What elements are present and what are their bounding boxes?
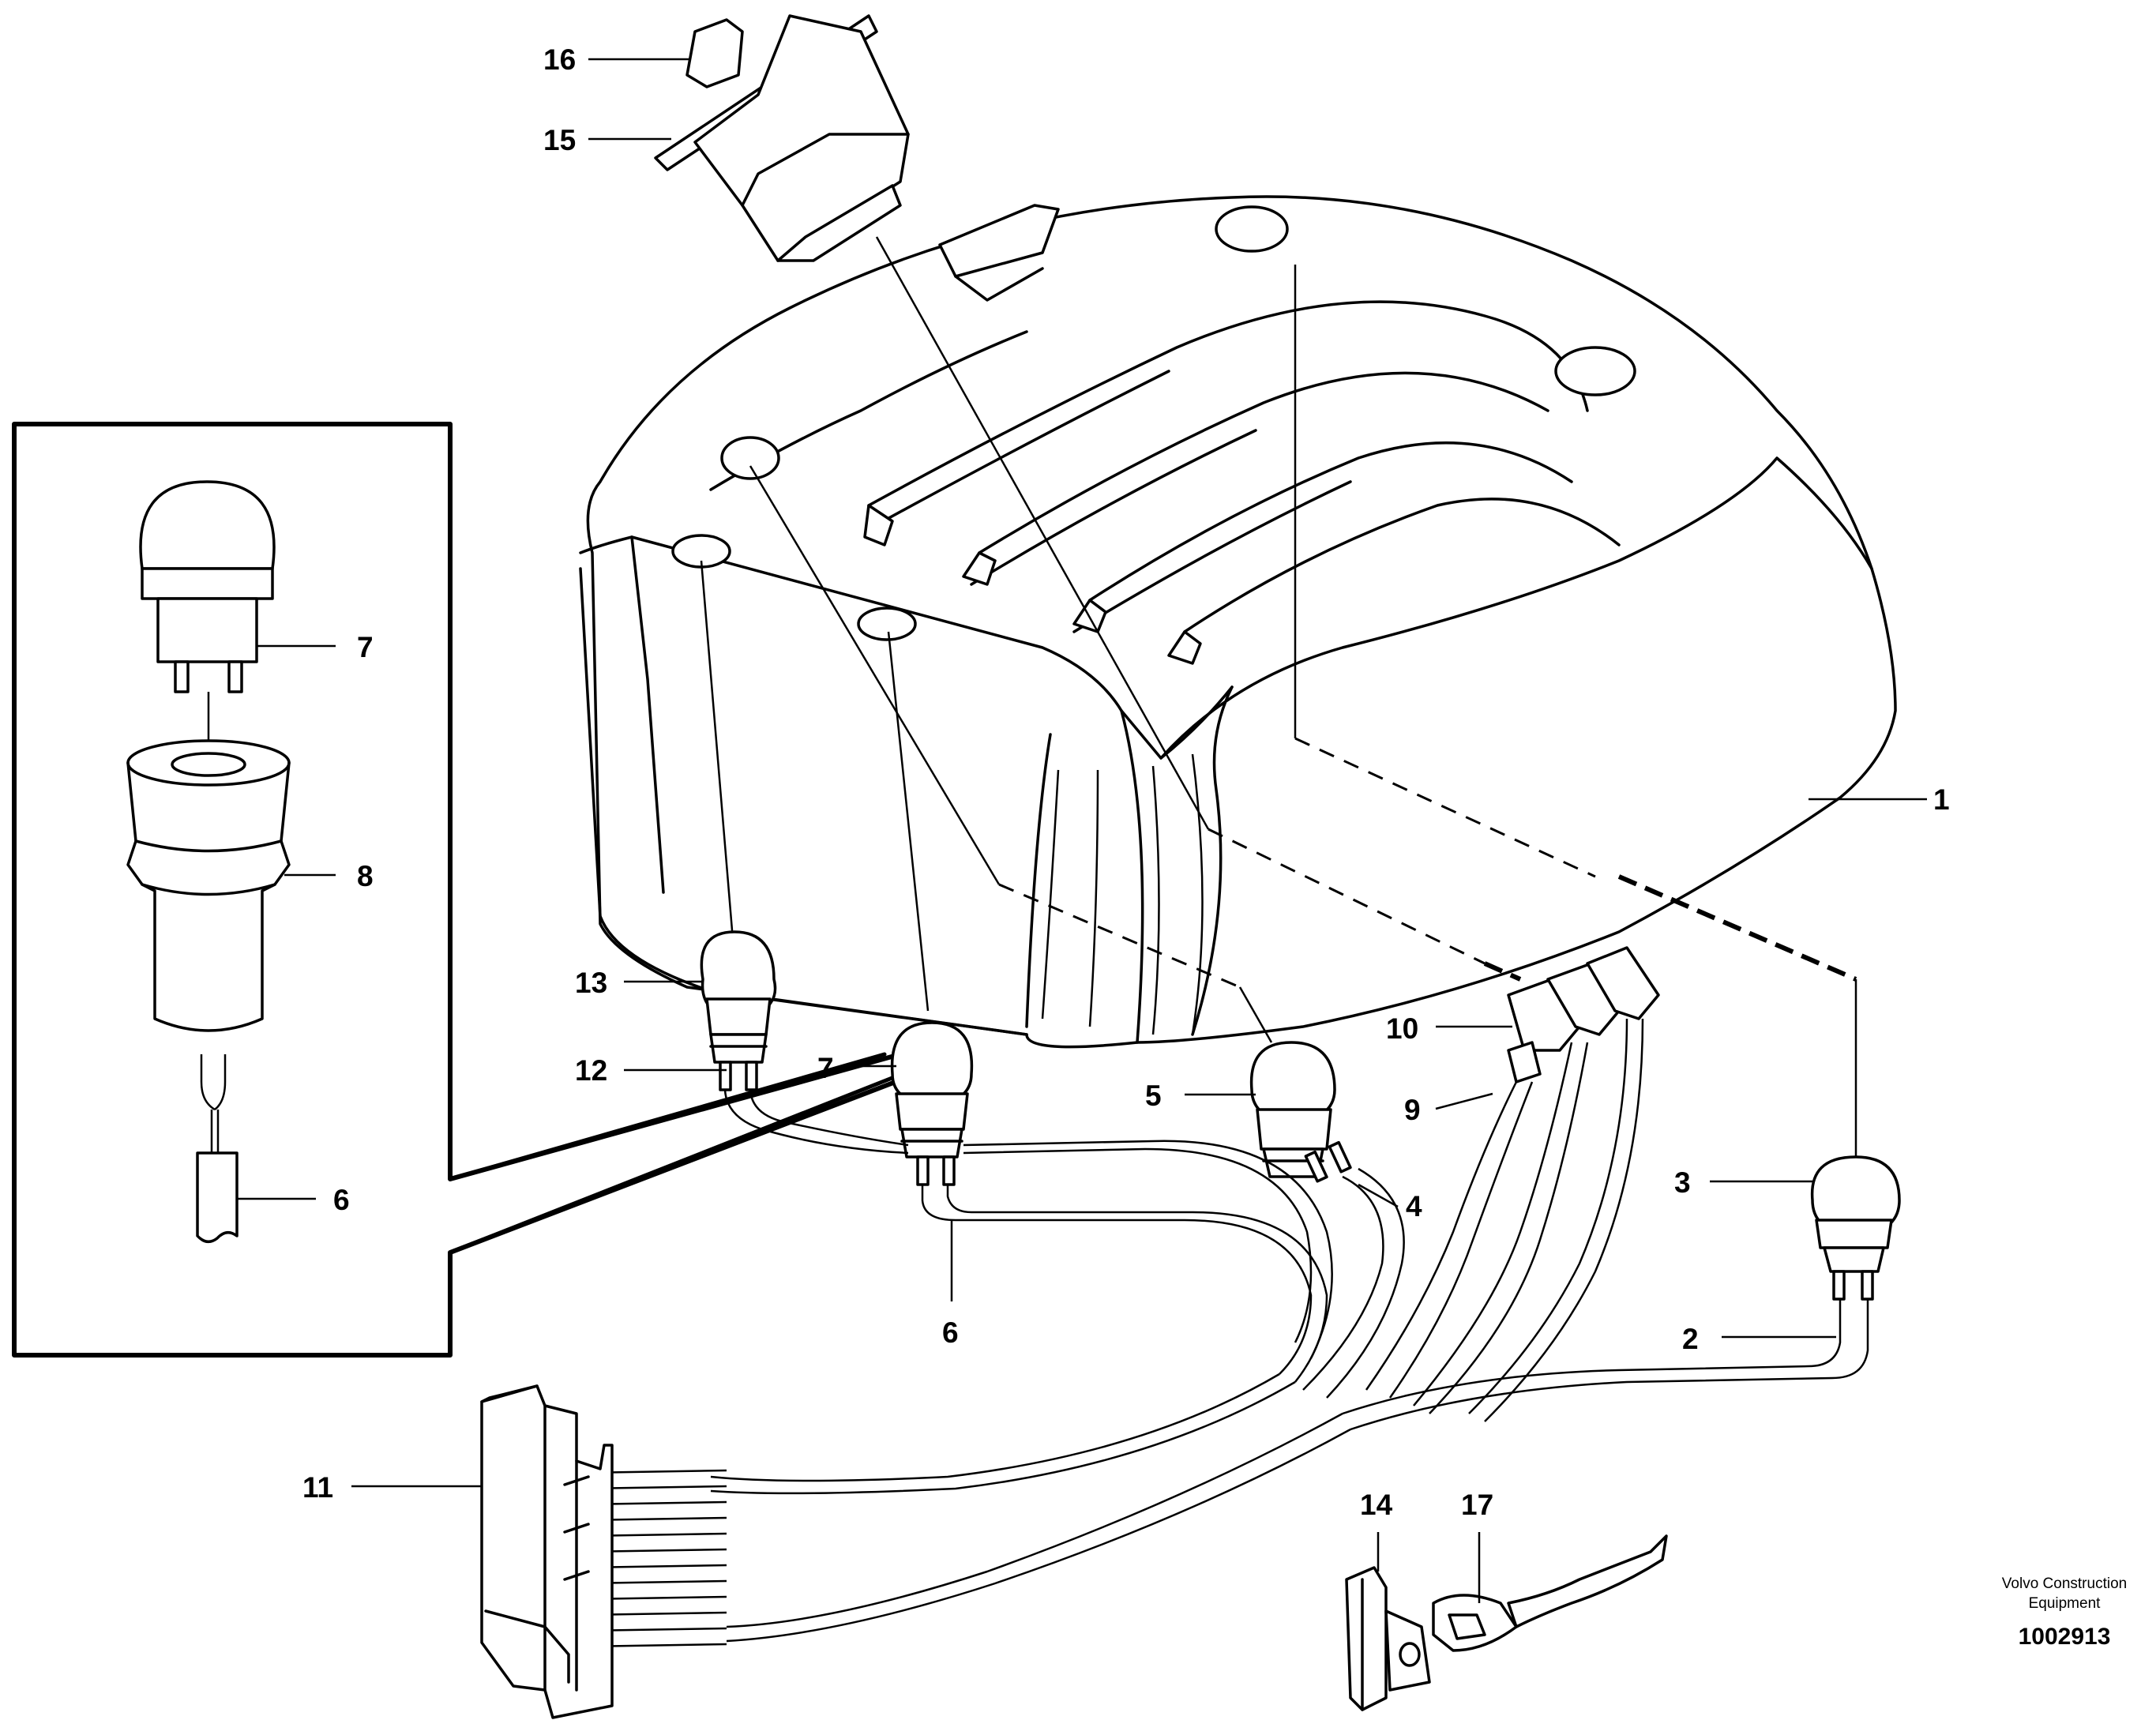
callout-1: 1 <box>1933 783 1950 816</box>
clip-14 <box>1345 1566 1431 1711</box>
callout-8: 8 <box>357 860 374 892</box>
company-name-line2: Equipment <box>2029 1595 2102 1612</box>
wire-cable-inset <box>196 1054 239 1244</box>
callout-9: 9 <box>1404 1094 1421 1126</box>
mounting-sleeve <box>126 739 291 1032</box>
callout-17: 17 <box>1461 1489 1493 1521</box>
push-button-13 <box>700 930 777 1091</box>
rocker-switch-assembly <box>654 14 910 262</box>
callout-10: 10 <box>1386 1012 1418 1045</box>
callout-3: 3 <box>1674 1166 1691 1199</box>
control-console-housing <box>579 195 1897 1049</box>
callout-6-main: 6 <box>942 1316 959 1349</box>
cable-tie-17 <box>1432 1534 1668 1652</box>
callout-4: 4 <box>1406 1190 1422 1222</box>
leader-lines <box>237 58 1927 1603</box>
callout-15: 15 <box>543 124 576 156</box>
drawing-footer: Volvo Construction Equipment 1002913 <box>2002 1575 2127 1650</box>
callout-14: 14 <box>1360 1489 1393 1521</box>
connector-cluster-10 <box>1507 946 1660 1083</box>
callout-6-inset: 6 <box>333 1184 350 1216</box>
callout-5: 5 <box>1145 1080 1162 1112</box>
callout-labels: 1 2 3 4 5 6 7 9 10 11 12 13 14 17 15 16 … <box>302 43 1950 1521</box>
callout-2: 2 <box>1682 1323 1699 1355</box>
callout-7-main: 7 <box>817 1052 834 1084</box>
push-button-3 <box>1810 1155 1901 1301</box>
drawing-number: 1002913 <box>2019 1624 2111 1650</box>
callout-16: 16 <box>543 43 576 76</box>
push-button-cap-exploded <box>139 480 276 750</box>
callout-12: 12 <box>575 1054 607 1087</box>
routing-lines <box>700 236 1857 1161</box>
callout-7-inset: 7 <box>357 631 374 663</box>
push-button-7 <box>890 1021 974 1186</box>
push-button-5 <box>1249 1041 1352 1183</box>
callout-13: 13 <box>575 967 607 999</box>
company-name-line1: Volvo Construction <box>2002 1575 2127 1592</box>
callout-11: 11 <box>302 1471 333 1504</box>
multi-pin-connector-11 <box>480 1384 614 1719</box>
wire-harness <box>584 1018 1869 1648</box>
